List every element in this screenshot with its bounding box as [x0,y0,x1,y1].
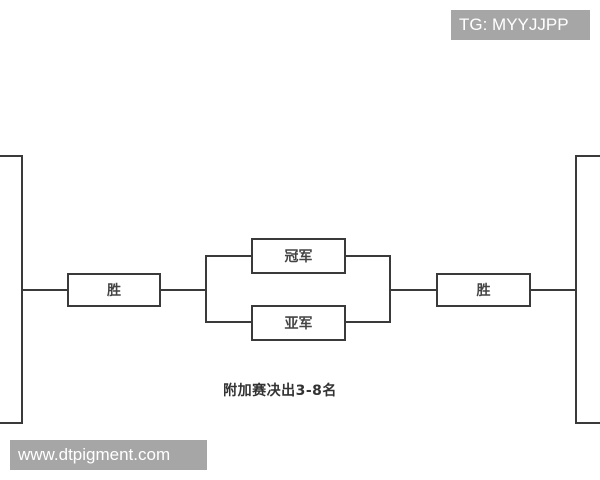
left-split-line [205,255,252,323]
left-winner-box: 胜 [67,273,161,307]
champion-box: 冠军 [251,238,346,274]
left-bracket-line [0,155,23,424]
playoff-caption: 附加赛决出3-8名 [223,383,337,399]
right-winner-box: 胜 [436,273,531,307]
left-winner-label: 胜 [107,283,121,299]
watermark-bottom-left: www.dtpigment.com [10,440,207,470]
right-join-line [345,255,391,323]
runner-up-label: 亚军 [284,316,313,332]
right-bracket-line [575,155,600,424]
runner-up-box: 亚军 [251,305,346,341]
watermark-top-right: TG: MYYJJPP [451,10,590,40]
champion-label: 冠军 [284,249,313,265]
right-winner-label: 胜 [476,283,491,299]
